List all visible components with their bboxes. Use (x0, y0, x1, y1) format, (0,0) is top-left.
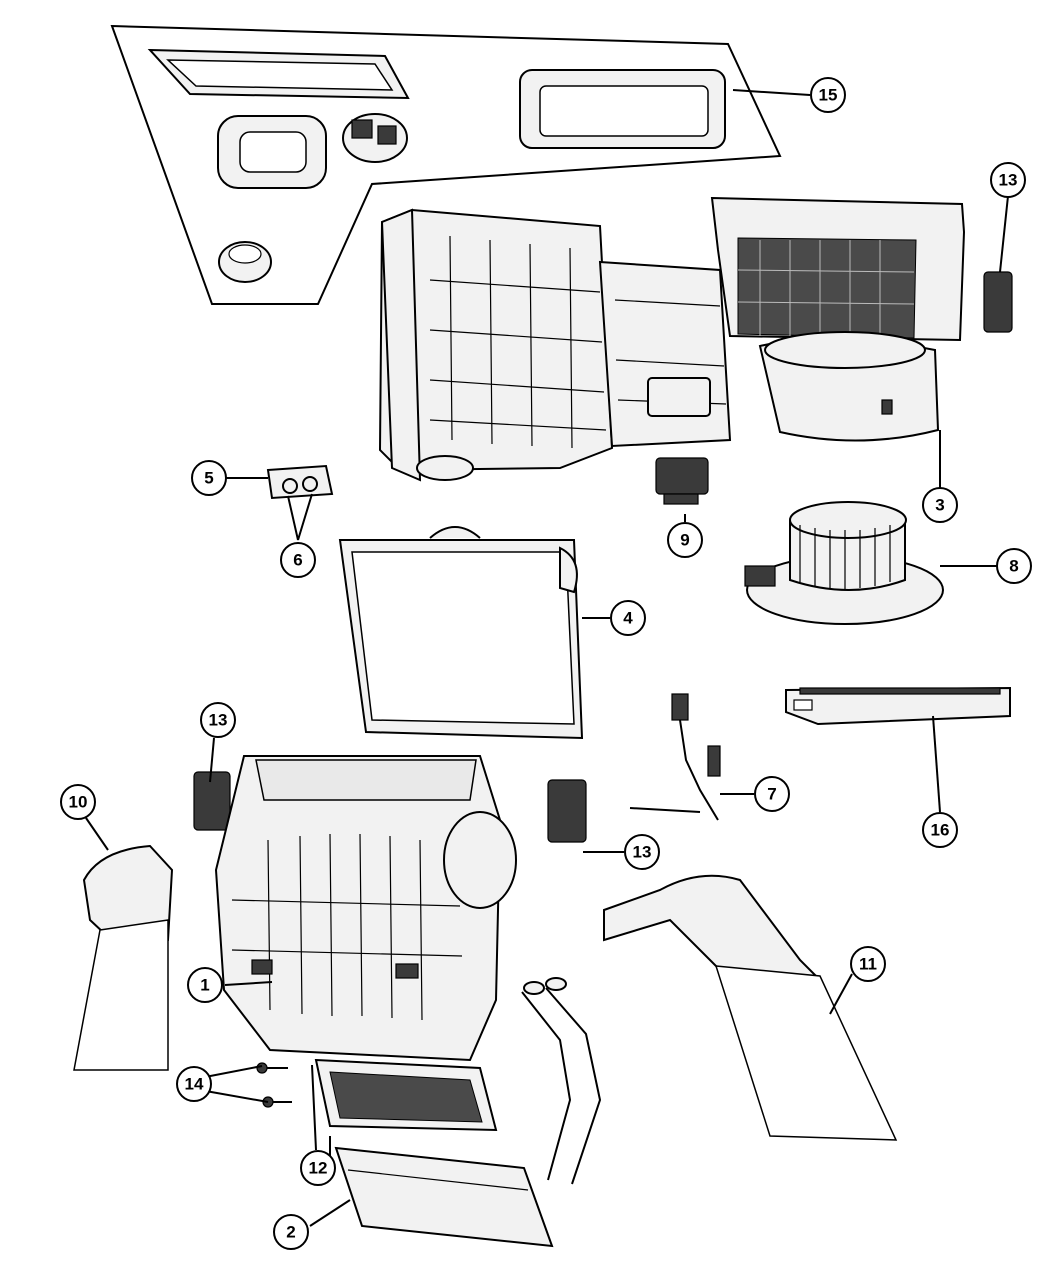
callout-5-label: 5 (204, 469, 213, 488)
connector-seal (342, 113, 408, 163)
callout-11: 11 (850, 946, 886, 982)
seal-strip (147, 48, 410, 100)
right-floor-duct (603, 874, 898, 1141)
actuator-right (547, 779, 587, 843)
callout-2-label: 2 (286, 1223, 295, 1242)
callout-13-right-label: 13 (633, 843, 652, 862)
lower-hvac-case (214, 755, 517, 1062)
callout-13-left-label: 13 (209, 711, 228, 730)
callout-13-right: 13 (624, 834, 660, 870)
callout-7-label: 7 (767, 785, 776, 804)
hvac-housing (378, 196, 966, 482)
callout-8: 8 (996, 548, 1032, 584)
callout-1: 1 (187, 967, 223, 1003)
actuator-top-right (983, 271, 1013, 333)
callout-11-label: 11 (859, 955, 877, 974)
callout-8-label: 8 (1009, 557, 1018, 576)
callout-13-top: 13 (990, 162, 1026, 198)
blower-motor (744, 501, 944, 625)
callout-14-label: 14 (185, 1075, 204, 1094)
callout-3: 3 (922, 487, 958, 523)
callout-5: 5 (191, 460, 227, 496)
expansion-valve (266, 464, 334, 500)
rectangular-seal (519, 69, 726, 149)
callout-4: 4 (610, 600, 646, 636)
callout-9: 9 (667, 522, 703, 558)
callout-9-label: 9 (680, 531, 689, 550)
callout-4-label: 4 (623, 609, 633, 628)
heater-core-retainer (314, 1058, 498, 1132)
evaporator-core (338, 526, 584, 740)
callout-7: 7 (754, 776, 790, 812)
left-floor-duct (73, 844, 174, 1071)
callout-16-label: 16 (931, 821, 950, 840)
callout-10: 10 (60, 784, 96, 820)
round-grommet (218, 241, 272, 283)
callout-12: 12 (300, 1150, 336, 1186)
square-seal (217, 115, 327, 189)
blower-resistor (655, 457, 709, 505)
heater-core (334, 977, 602, 1248)
callout-12-label: 12 (309, 1159, 328, 1178)
callout-15-label: 15 (819, 86, 838, 105)
callout-6: 6 (280, 542, 316, 578)
callout-13-left: 13 (200, 702, 236, 738)
callout-3-label: 3 (935, 496, 944, 515)
callout-15: 15 (810, 77, 846, 113)
callout-6-label: 6 (293, 551, 302, 570)
temperature-sensor (629, 693, 721, 821)
leader-lines (85, 89, 1009, 1227)
callout-16: 16 (922, 812, 958, 848)
callout-1-label: 1 (200, 976, 209, 995)
seal-kit-panel (110, 24, 782, 305)
callout-13-top-label: 13 (999, 171, 1018, 190)
callout-14: 14 (176, 1066, 212, 1102)
callout-10-label: 10 (69, 793, 88, 812)
callout-2: 2 (273, 1214, 309, 1250)
cabin-air-filter (785, 686, 1011, 726)
actuator-left (193, 771, 231, 831)
